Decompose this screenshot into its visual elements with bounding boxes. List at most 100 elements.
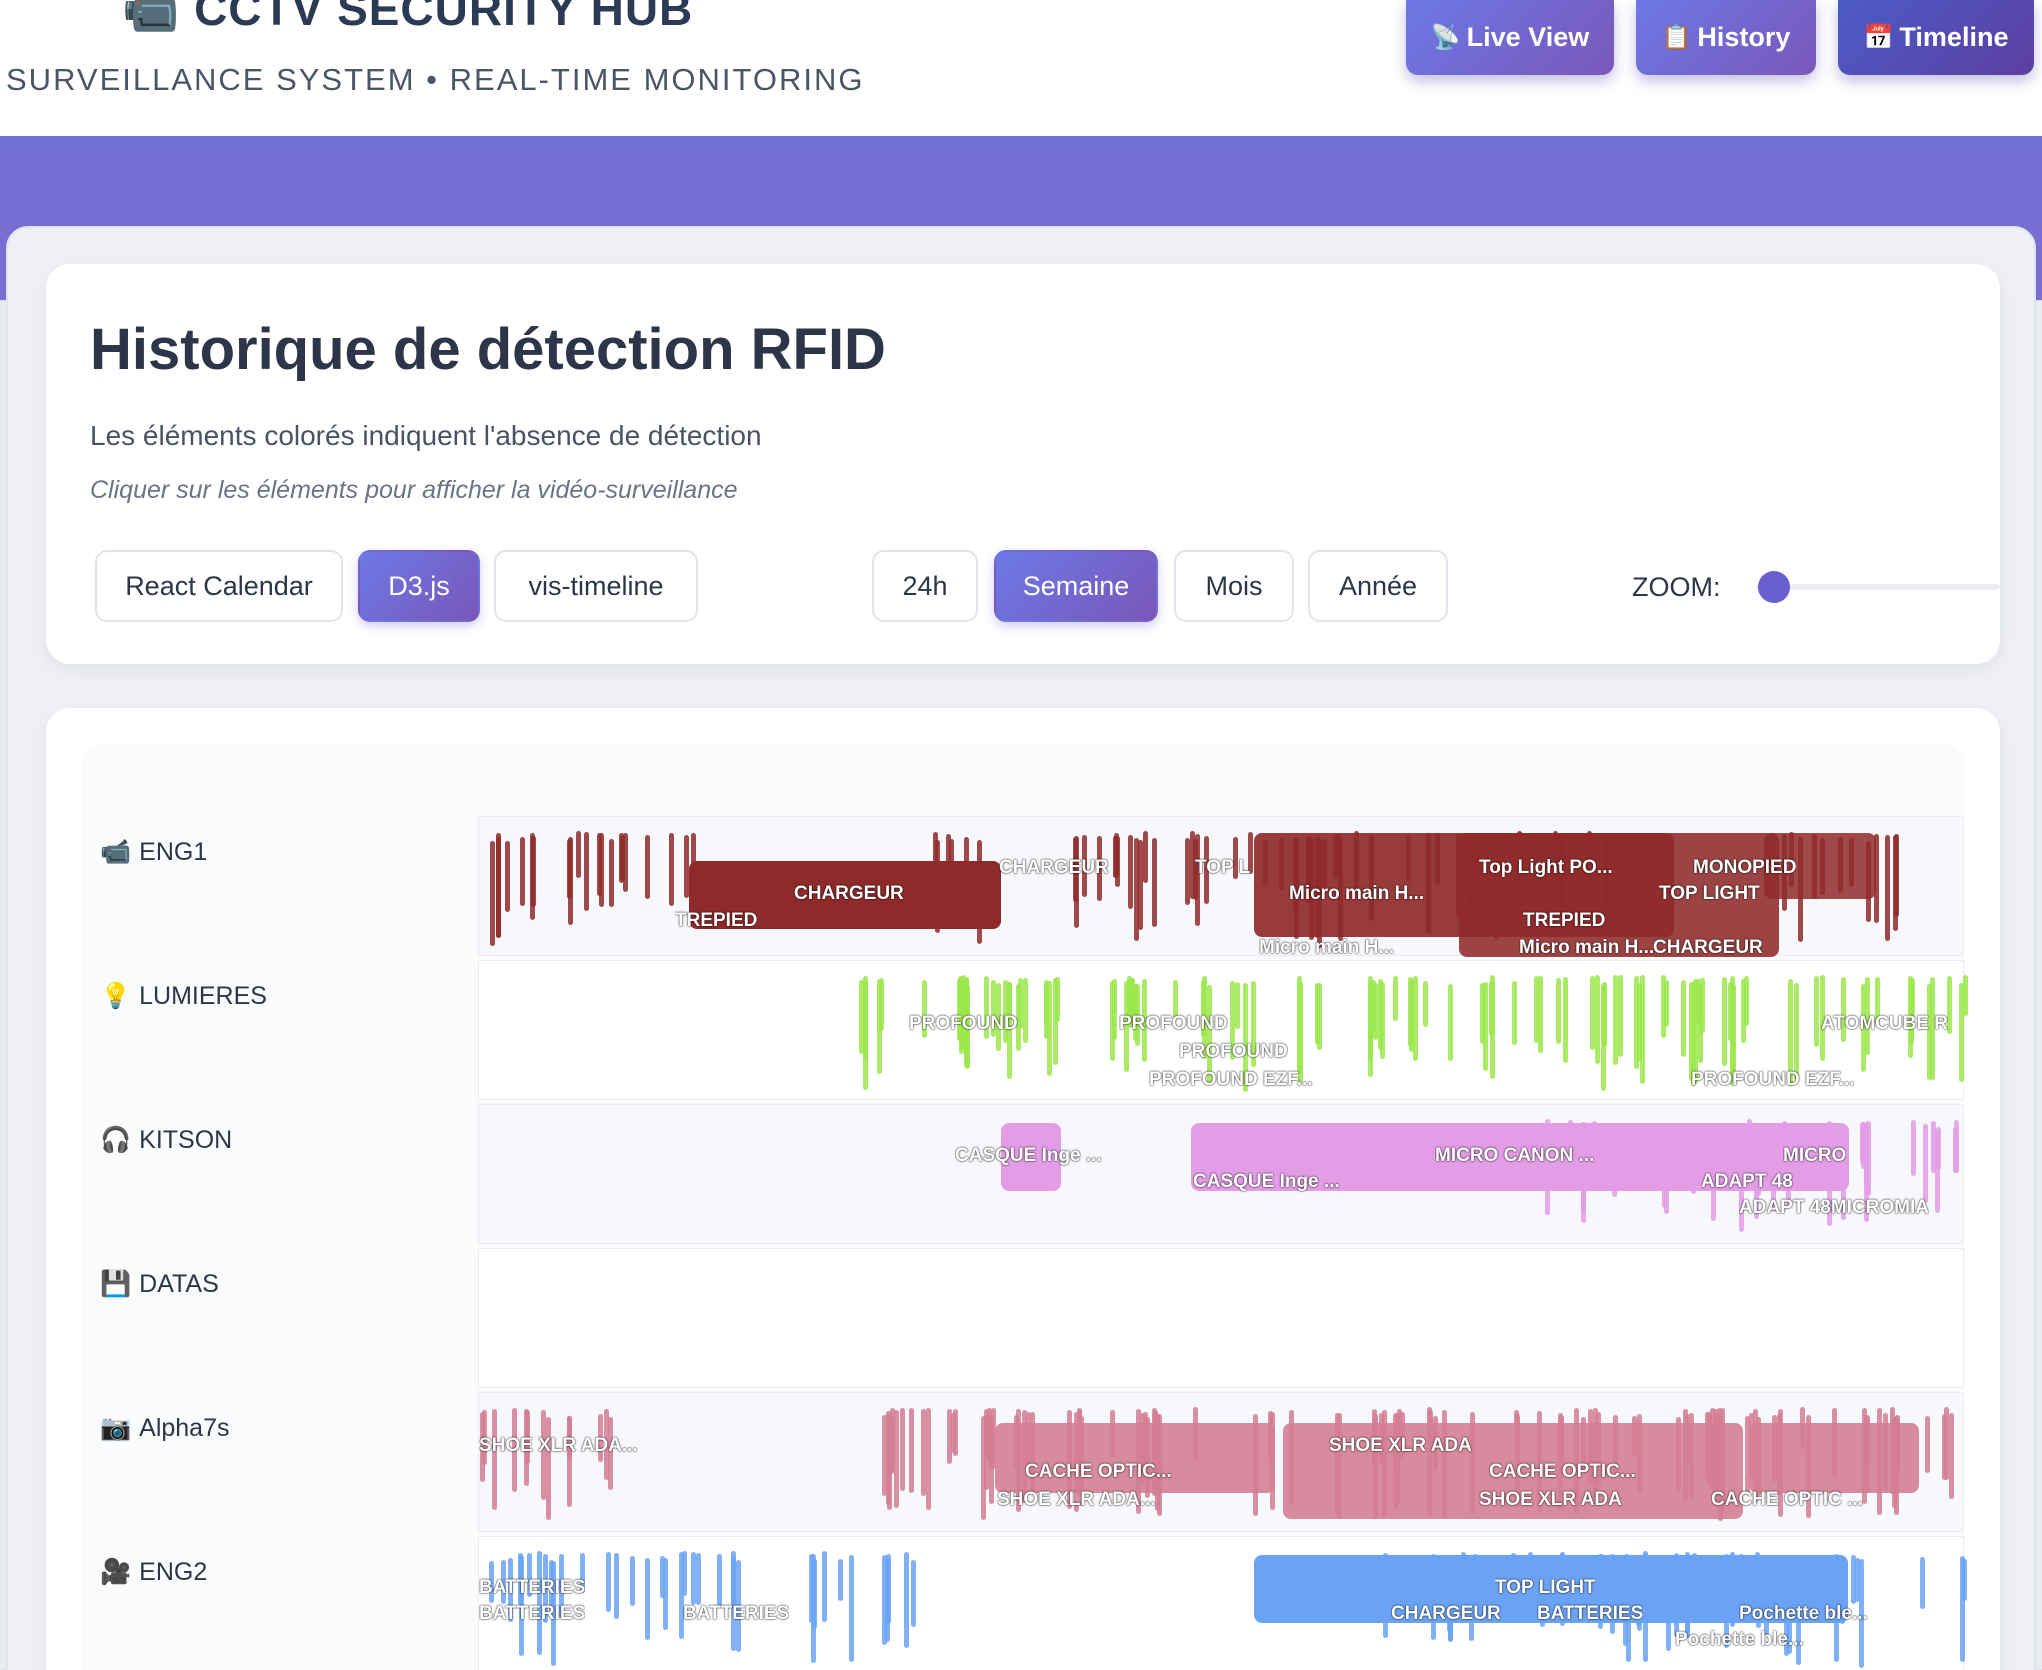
detection-tick[interactable]: [1729, 976, 1735, 1086]
detection-tick[interactable]: [1082, 834, 1087, 898]
detection-tick[interactable]: [1911, 1120, 1917, 1176]
detection-tick[interactable]: [1892, 835, 1898, 932]
detection-tick[interactable]: [1127, 835, 1133, 909]
detection-tick[interactable]: [527, 1553, 533, 1597]
event-chargeur[interactable]: [689, 861, 1001, 929]
detection-tick[interactable]: [1367, 983, 1373, 1061]
detection-tick[interactable]: [1172, 979, 1178, 1020]
detection-tick[interactable]: [1047, 980, 1053, 1077]
detection-tick[interactable]: [1960, 1556, 1966, 1662]
detection-tick[interactable]: [691, 1551, 697, 1606]
detection-tick[interactable]: [488, 1560, 494, 1604]
detection-tick[interactable]: [678, 1552, 684, 1639]
detection-tick[interactable]: [920, 1409, 926, 1496]
detection-tick[interactable]: [1482, 981, 1488, 1072]
detection-tick[interactable]: [545, 1416, 551, 1520]
detection-tick[interactable]: [603, 1408, 609, 1480]
detection-tick[interactable]: [598, 1414, 604, 1463]
detection-tick[interactable]: [1637, 983, 1643, 1063]
detection-tick[interactable]: [1688, 982, 1694, 1081]
detection-tick[interactable]: [963, 978, 969, 1060]
detection-tick[interactable]: [983, 976, 989, 1039]
event-group[interactable]: [995, 1423, 1275, 1493]
detection-tick[interactable]: [645, 834, 651, 900]
detection-tick[interactable]: [1563, 976, 1569, 1063]
detection-tick[interactable]: [1634, 975, 1640, 1070]
detection-tick[interactable]: [518, 1555, 524, 1656]
detection-tick[interactable]: [1124, 981, 1130, 1072]
detection-tick[interactable]: [495, 836, 501, 939]
detection-tick[interactable]: [1408, 977, 1414, 1047]
detection-tick[interactable]: [1096, 835, 1102, 902]
detection-tick[interactable]: [1927, 984, 1933, 1081]
detection-tick[interactable]: [537, 1551, 543, 1655]
detection-tick[interactable]: [1133, 837, 1139, 941]
detection-tick[interactable]: [1189, 831, 1195, 899]
detection-tick[interactable]: [596, 832, 602, 896]
detection-tick[interactable]: [911, 1560, 917, 1628]
detection-tick[interactable]: [1137, 839, 1143, 931]
detection-tick[interactable]: [881, 1415, 887, 1496]
detection-tick[interactable]: [1072, 836, 1078, 903]
detection-tick[interactable]: [1864, 1121, 1870, 1187]
detection-tick[interactable]: [899, 1408, 905, 1491]
detection-tick[interactable]: [1234, 981, 1240, 1030]
detection-tick[interactable]: [1959, 982, 1965, 1082]
detection-tick[interactable]: [489, 840, 495, 947]
detection-tick[interactable]: [1018, 978, 1024, 1029]
detection-tick[interactable]: [1885, 834, 1891, 942]
event-casque[interactable]: [1001, 1123, 1061, 1191]
detection-tick[interactable]: [1696, 978, 1702, 1024]
detection-tick[interactable]: [1423, 981, 1429, 1027]
detection-tick[interactable]: [1922, 1124, 1928, 1203]
detection-tick[interactable]: [1006, 982, 1012, 1024]
detection-tick[interactable]: [1865, 977, 1871, 1055]
detection-tick[interactable]: [1015, 984, 1021, 1051]
detection-tick[interactable]: [1200, 980, 1206, 1038]
detection-tick[interactable]: [1251, 980, 1257, 1067]
detection-tick[interactable]: [681, 1551, 687, 1596]
detection-tick[interactable]: [925, 1408, 931, 1510]
detection-tick[interactable]: [1859, 1559, 1865, 1669]
detection-tick[interactable]: [1612, 975, 1618, 1065]
detection-tick[interactable]: [1814, 975, 1820, 1047]
detection-tick[interactable]: [884, 1557, 890, 1642]
detection-tick[interactable]: [1660, 975, 1666, 1038]
detection-tick[interactable]: [1233, 837, 1239, 880]
detection-tick[interactable]: [1230, 980, 1236, 1060]
library-react-calendar-button[interactable]: React Calendar: [95, 550, 343, 622]
detection-tick[interactable]: [1533, 975, 1539, 1043]
detection-tick[interactable]: [859, 979, 865, 1054]
detection-tick[interactable]: [1745, 1415, 1751, 1495]
library-d3-button[interactable]: D3.js: [358, 550, 480, 622]
detection-tick[interactable]: [981, 1415, 987, 1521]
detection-tick[interactable]: [524, 1409, 530, 1486]
detection-tick[interactable]: [730, 1556, 736, 1608]
detection-tick[interactable]: [1941, 1414, 1947, 1480]
detection-tick[interactable]: [1743, 976, 1749, 1026]
detection-tick[interactable]: [1204, 836, 1210, 905]
detection-tick[interactable]: [1841, 977, 1847, 1042]
detection-tick[interactable]: [821, 1551, 827, 1623]
detection-tick[interactable]: [575, 831, 581, 878]
zoom-slider-track[interactable]: [1756, 584, 2000, 590]
detection-tick[interactable]: [1692, 979, 1698, 1085]
event-group[interactable]: [1749, 1423, 1919, 1493]
detection-tick[interactable]: [921, 979, 927, 1038]
detection-tick[interactable]: [1297, 975, 1303, 1075]
detection-tick[interactable]: [956, 979, 962, 1041]
detection-tick[interactable]: [567, 1416, 573, 1507]
detection-tick[interactable]: [1664, 979, 1670, 1027]
nav-live-view-button[interactable]: 📡 Live View: [1406, 0, 1614, 75]
event-group[interactable]: [1764, 833, 1876, 899]
detection-tick[interactable]: [1854, 1558, 1860, 1603]
detection-tick[interactable]: [645, 1557, 651, 1641]
detection-tick[interactable]: [558, 1554, 564, 1619]
detection-tick[interactable]: [1393, 976, 1399, 1021]
nav-history-button[interactable]: 📋 History: [1636, 0, 1816, 75]
detection-tick[interactable]: [947, 1408, 952, 1465]
detection-tick[interactable]: [1413, 976, 1419, 1061]
detection-tick[interactable]: [996, 983, 1001, 1051]
event-group[interactable]: [1283, 1423, 1743, 1519]
detection-tick[interactable]: [1953, 1127, 1959, 1174]
